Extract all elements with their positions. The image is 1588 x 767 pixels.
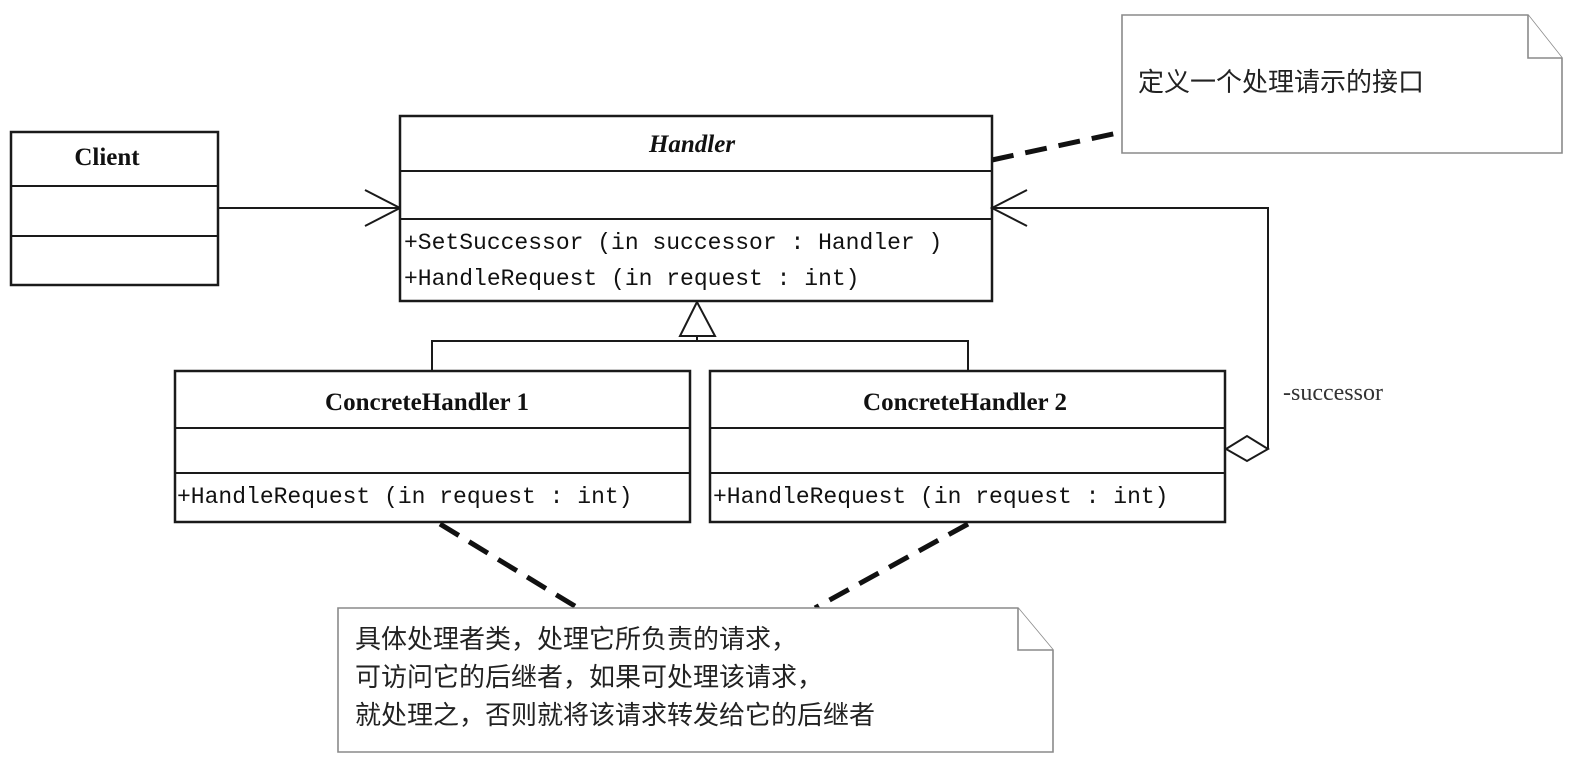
generalization <box>431 299 969 371</box>
concrete-handler-1-operation: +HandleRequest (in request : int) <box>177 484 632 510</box>
handler-operation: +SetSuccessor (in successor : Handler ) <box>404 230 942 256</box>
concrete-note-anchor-1 <box>438 521 580 611</box>
successor-aggregation: -successor <box>989 189 1383 463</box>
client-handler-association <box>218 189 403 227</box>
concrete-note-line: 具体处理者类，处理它所负责的请求， <box>355 625 797 655</box>
concrete-handler-1-title: ConcreteHandler 1 <box>325 389 529 416</box>
successor-role-label: -successor <box>1283 380 1383 406</box>
concrete-note: 具体处理者类，处理它所负责的请求， 可访问它的后继者，如果可处理该请求， 就处理… <box>337 607 1054 753</box>
concrete-handler-2-operation: +HandleRequest (in request : int) <box>713 484 1168 510</box>
concrete-note-line: 可访问它的后继者，如果可处理该请求， <box>355 663 823 693</box>
class-concrete-handler-1: ConcreteHandler 1 +HandleRequest (in req… <box>173 369 692 524</box>
handler-note-anchor <box>991 129 1123 163</box>
client-title: Client <box>74 144 140 171</box>
class-client: Client <box>9 130 220 287</box>
class-handler: Handler +SetSuccessor (in successor : Ha… <box>398 114 994 303</box>
handler-note: 定义一个处理请示的接口 <box>1121 14 1563 154</box>
class-concrete-handler-2: ConcreteHandler 2 +HandleRequest (in req… <box>708 369 1227 524</box>
concrete-handler-2-title: ConcreteHandler 2 <box>863 389 1067 416</box>
concrete-note-line: 就处理之，否则就将该请求转发给它的后继者 <box>355 701 875 731</box>
handler-title: Handler <box>648 131 735 158</box>
concrete-note-anchor-2 <box>813 521 970 611</box>
handler-operation: +HandleRequest (in request : int) <box>404 266 859 292</box>
handler-note-text: 定义一个处理请示的接口 <box>1138 68 1424 98</box>
